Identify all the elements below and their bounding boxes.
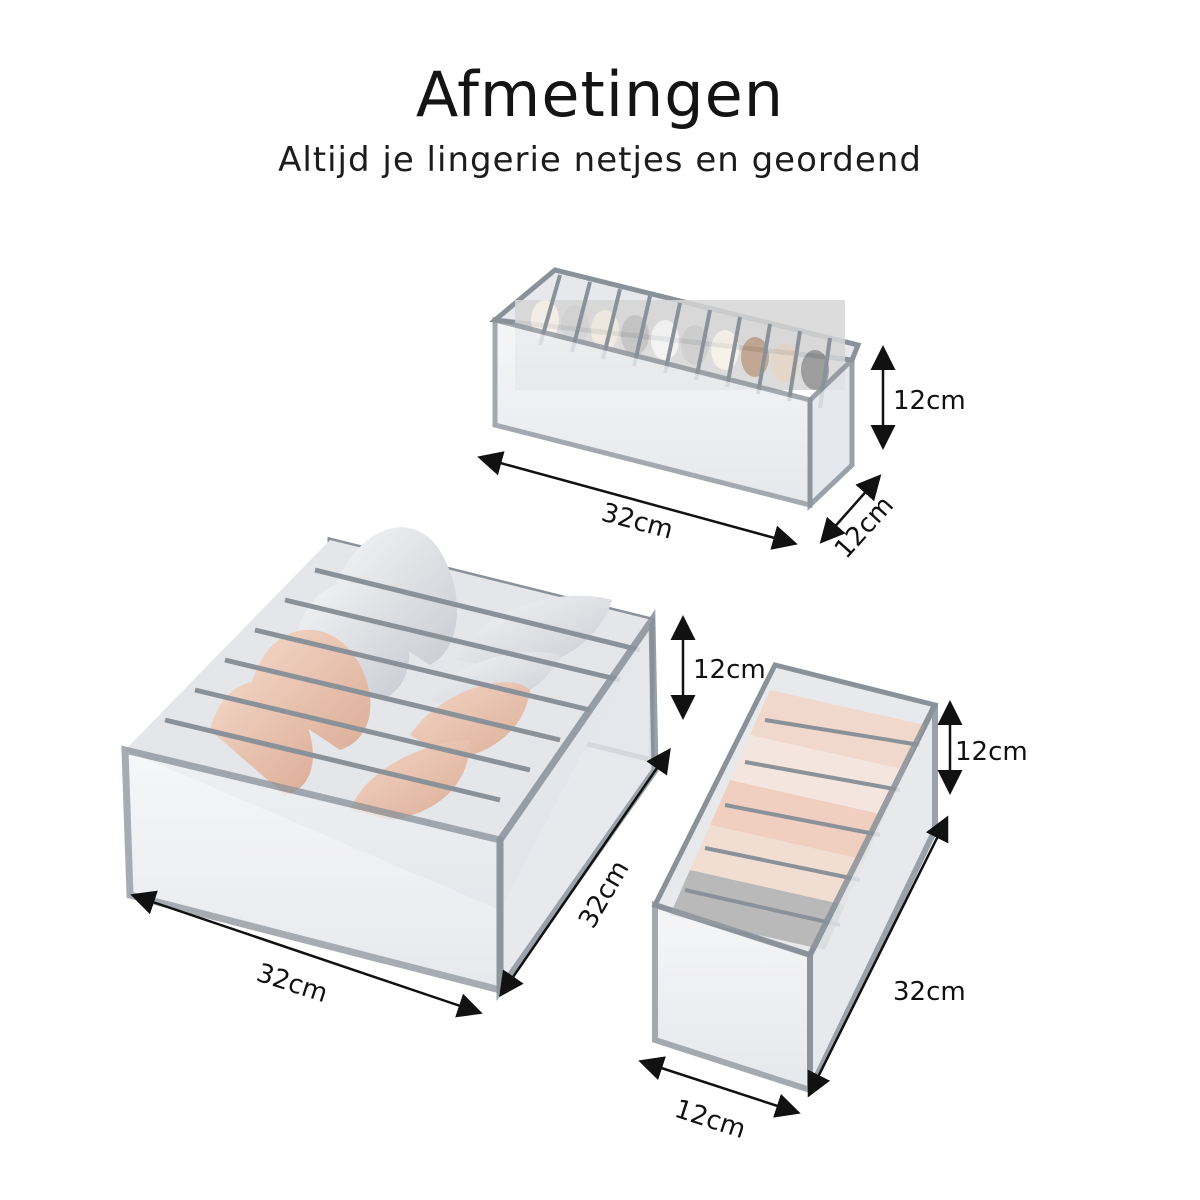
- sock-height-label: 12cm: [893, 386, 966, 416]
- page-title: Afmetingen: [415, 58, 785, 131]
- underwear-length-label: 32cm: [893, 977, 966, 1007]
- sock-width-label: 12cm: [829, 491, 900, 565]
- underwear-organizer: [651, 662, 939, 1095]
- bra-length-label: 32cm: [253, 958, 331, 1009]
- sock-organizer: [488, 267, 862, 511]
- underwear-width-label: 12cm: [671, 1094, 749, 1145]
- sock-length-label: 32cm: [598, 498, 676, 546]
- underwear-height-label: 12cm: [955, 737, 1028, 767]
- page-subtitle: Altijd je lingerie netjes en geordend: [278, 140, 922, 180]
- bra-height-label: 12cm: [693, 655, 766, 685]
